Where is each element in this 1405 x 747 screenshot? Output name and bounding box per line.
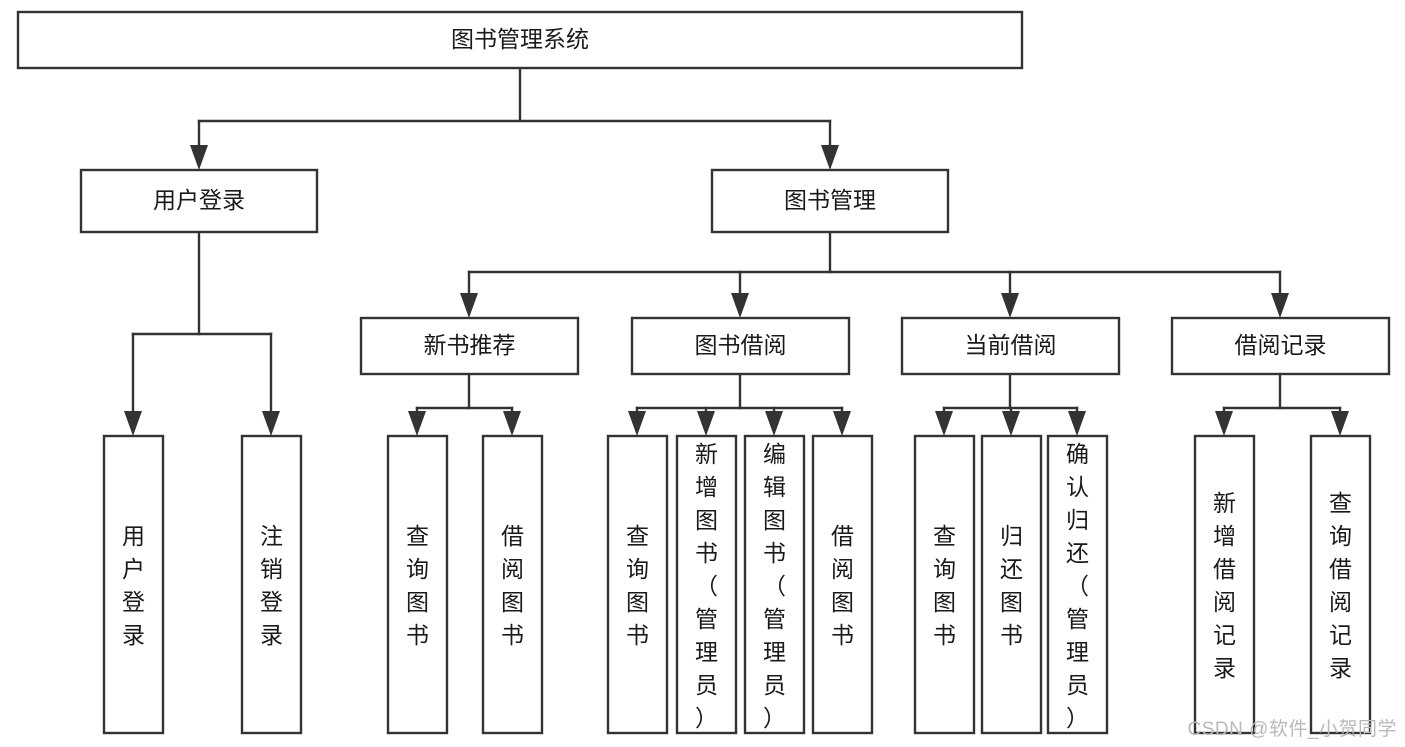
arrow-head-icon xyxy=(935,411,953,436)
arrow-head-layer xyxy=(124,145,1349,436)
node-label: 借阅图书 xyxy=(501,523,524,648)
arrow-head-icon xyxy=(460,293,478,318)
node-leaf-borrow-book-recommend[interactable]: 借阅图书 xyxy=(481,434,544,735)
node-leaf-add-borrow-record[interactable]: 新增借阅记录 xyxy=(1193,434,1256,735)
node-leaf-user-login[interactable]: 用户登录 xyxy=(102,434,165,735)
arrow-head-icon xyxy=(1001,293,1019,318)
arrow-head-icon xyxy=(1331,411,1349,436)
node-leaf-edit-book[interactable]: 编辑图书（管理员） xyxy=(743,434,806,735)
node-label: 查询图书 xyxy=(933,523,956,648)
node-user-login[interactable]: 用户登录 xyxy=(79,168,319,234)
arrow-head-icon xyxy=(124,411,142,436)
node-box-level3[interactable] xyxy=(900,316,1121,376)
node-box-leaf[interactable] xyxy=(606,434,669,735)
arrow-head-icon xyxy=(731,293,749,318)
node-box-root[interactable] xyxy=(16,10,1024,70)
node-leaf-return-book[interactable]: 归还图书 xyxy=(980,434,1043,735)
node-borrow-record[interactable]: 借阅记录 xyxy=(1170,316,1391,376)
node-label: 当前借阅 xyxy=(965,332,1057,358)
node-label: 注销登录 xyxy=(260,523,283,648)
node-box-leaf[interactable] xyxy=(913,434,976,735)
node-layer: 图书管理系统用户登录图书管理新书推荐图书借阅当前借阅借阅记录用户登录注销登录查询… xyxy=(16,10,1391,735)
node-box-level3[interactable] xyxy=(630,316,851,376)
node-leaf-query-book-current[interactable]: 查询图书 xyxy=(913,434,976,735)
arrow-head-icon xyxy=(833,411,851,436)
node-label: 用户登录 xyxy=(153,187,245,213)
node-label: 借阅图书 xyxy=(831,523,854,648)
arrow-head-icon xyxy=(697,411,715,436)
node-box-level2[interactable] xyxy=(710,168,950,234)
node-box-leaf[interactable] xyxy=(1309,434,1372,735)
node-book-manage[interactable]: 图书管理 xyxy=(710,168,950,234)
node-box-leaf[interactable] xyxy=(102,434,165,735)
node-label: 图书借阅 xyxy=(695,332,787,358)
node-box-level3[interactable] xyxy=(359,316,580,376)
node-box-leaf[interactable] xyxy=(1193,434,1256,735)
node-leaf-logout[interactable]: 注销登录 xyxy=(240,434,303,735)
node-label: 查询借阅记录 xyxy=(1329,490,1352,681)
arrow-head-icon xyxy=(628,411,646,436)
node-box-level3[interactable] xyxy=(1170,316,1391,376)
node-label: 新增借阅记录 xyxy=(1213,490,1236,681)
node-label: 编辑图书（管理员） xyxy=(763,441,786,731)
node-box-leaf[interactable] xyxy=(481,434,544,735)
node-label: 新增图书（管理员） xyxy=(695,441,718,731)
arrow-head-icon xyxy=(1002,411,1020,436)
node-root[interactable]: 图书管理系统 xyxy=(16,10,1024,70)
node-box-leaf[interactable] xyxy=(240,434,303,735)
node-leaf-query-book-recommend[interactable]: 查询图书 xyxy=(386,434,449,735)
arrow-head-icon xyxy=(1068,411,1086,436)
node-box-leaf[interactable] xyxy=(1046,434,1109,735)
node-leaf-borrow-book[interactable]: 借阅图书 xyxy=(811,434,874,735)
arrow-head-icon xyxy=(262,411,280,436)
arrow-head-icon xyxy=(190,145,208,170)
node-label: 归还图书 xyxy=(1000,523,1023,648)
node-label: 确认归还（管理员） xyxy=(1066,441,1089,731)
node-box-level2[interactable] xyxy=(79,168,319,234)
node-leaf-add-book[interactable]: 新增图书（管理员） xyxy=(675,434,738,735)
node-current-borrow[interactable]: 当前借阅 xyxy=(900,316,1121,376)
node-new-book-recommend[interactable]: 新书推荐 xyxy=(359,316,580,376)
node-box-leaf[interactable] xyxy=(811,434,874,735)
arrow-head-icon xyxy=(1271,293,1289,318)
node-leaf-query-book-borrow[interactable]: 查询图书 xyxy=(606,434,669,735)
arrow-head-icon xyxy=(408,411,426,436)
node-label: 图书管理 xyxy=(784,187,876,213)
node-label: 查询图书 xyxy=(406,523,429,648)
arrow-head-icon xyxy=(821,145,839,170)
arrow-head-icon xyxy=(503,411,521,436)
node-box-leaf[interactable] xyxy=(675,434,738,735)
node-leaf-query-borrow-record[interactable]: 查询借阅记录 xyxy=(1309,434,1372,735)
node-box-leaf[interactable] xyxy=(386,434,449,735)
arrow-head-icon xyxy=(765,411,783,436)
arrow-head-icon xyxy=(1215,411,1233,436)
node-box-leaf[interactable] xyxy=(743,434,806,735)
node-label: 借阅记录 xyxy=(1235,332,1327,358)
node-box-leaf[interactable] xyxy=(980,434,1043,735)
node-label: 查询图书 xyxy=(626,523,649,648)
node-label: 新书推荐 xyxy=(424,332,516,358)
node-label: 图书管理系统 xyxy=(451,26,589,52)
node-label: 用户登录 xyxy=(122,523,145,648)
node-leaf-confirm-return[interactable]: 确认归还（管理员） xyxy=(1046,434,1109,735)
node-book-borrow[interactable]: 图书借阅 xyxy=(630,316,851,376)
